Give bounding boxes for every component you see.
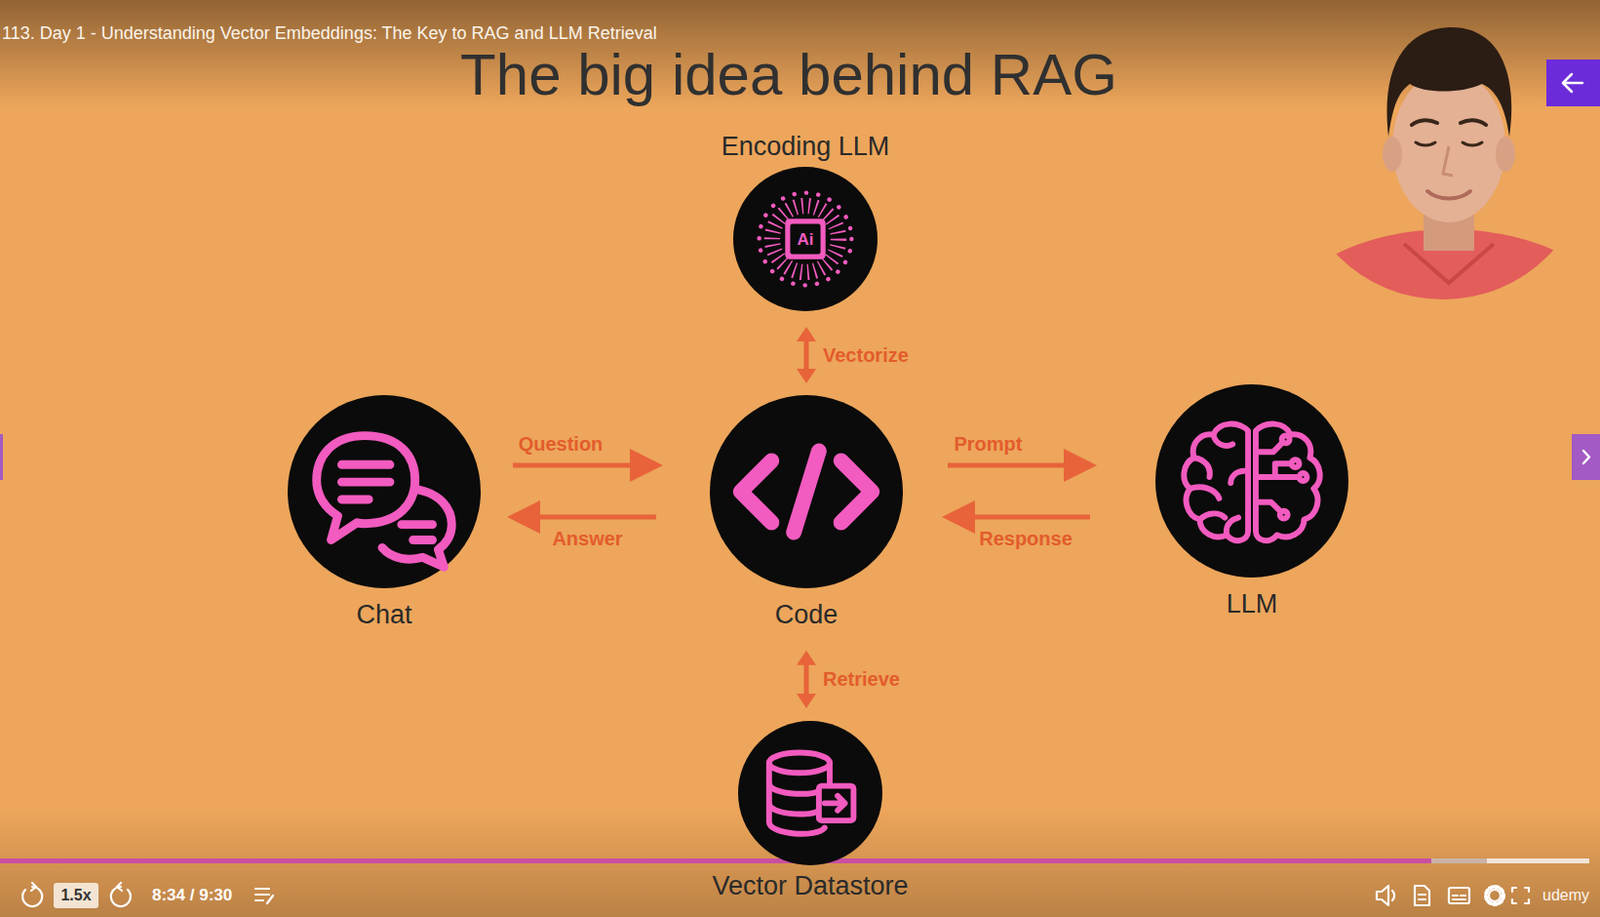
node-group: LLM: [1155, 384, 1349, 620]
back-arrow: [1546, 59, 1600, 107]
icon-circle: [738, 720, 883, 865]
time-display: 8:34 / 9:30: [152, 885, 233, 905]
arrow-head: [629, 448, 664, 482]
node-icon: [287, 394, 481, 588]
edge-label: Prompt: [954, 431, 1023, 456]
arrow-head: [796, 368, 817, 384]
node-icon-shape: [759, 193, 853, 286]
connector-arrow: [796, 326, 817, 384]
connector-arrow: [796, 650, 817, 708]
node-icon-shape: [1183, 424, 1320, 542]
node-icon-shape: [316, 435, 453, 568]
arrow-head: [796, 693, 817, 708]
node-group: Vector Datastore: [707, 720, 912, 901]
next-button: [1571, 433, 1600, 480]
node-icon: [709, 394, 903, 588]
progress-track: [1486, 858, 1590, 863]
connector-line: [539, 514, 657, 520]
icon-circle: [709, 394, 903, 588]
node-label: LLM: [1226, 589, 1279, 620]
node-label: Chat: [355, 600, 412, 630]
icon-circle: [287, 394, 481, 588]
edge-label: Vectorize: [822, 343, 909, 367]
edge-label: Answer: [551, 526, 623, 550]
connector-line: [974, 514, 1091, 520]
arrow-head: [796, 650, 817, 665]
prev-button-edge: [0, 433, 3, 480]
connector-line: [947, 463, 1065, 469]
node-group: Chat: [287, 394, 481, 630]
node-group: Encoding LLM Ai: [717, 132, 895, 312]
node-icon-shape: [741, 450, 873, 532]
connector-line: [804, 663, 810, 695]
connector-line: [804, 340, 810, 370]
edge-label: Question: [518, 431, 604, 456]
node-icon-shape: [769, 752, 855, 834]
edge-label: Retrieve: [822, 666, 900, 691]
playback-speed: 1.5x: [53, 882, 98, 907]
slide-title: The big idea behind RAG: [460, 40, 1118, 109]
arrow-head: [507, 500, 541, 534]
node-label: Code: [775, 600, 839, 630]
node-label: Vector Datastore: [711, 871, 908, 901]
node-icon: [738, 720, 883, 865]
node-icon: [1155, 384, 1349, 578]
next-chevron: [1571, 433, 1600, 480]
presenter-webcam: [1287, 0, 1600, 322]
arrow-head: [796, 326, 817, 342]
edge-label: Response: [978, 526, 1073, 550]
icon-circle: Ai: [733, 166, 878, 312]
progress-played: [0, 858, 1432, 863]
node-group: Code: [709, 394, 903, 630]
chip-text: Ai: [797, 231, 815, 248]
progress-buffered: [1431, 858, 1487, 863]
connector-line: [512, 463, 631, 469]
icon-circle: [1155, 384, 1349, 578]
back-button: [1546, 59, 1600, 107]
arrow-head: [941, 500, 976, 534]
node-label: Encoding LLM: [721, 132, 891, 162]
lecture-title: 113. Day 1 - Understanding Vector Embedd…: [1, 23, 658, 45]
watermark: udemy: [1542, 885, 1590, 904]
arrow-head: [1063, 448, 1097, 482]
